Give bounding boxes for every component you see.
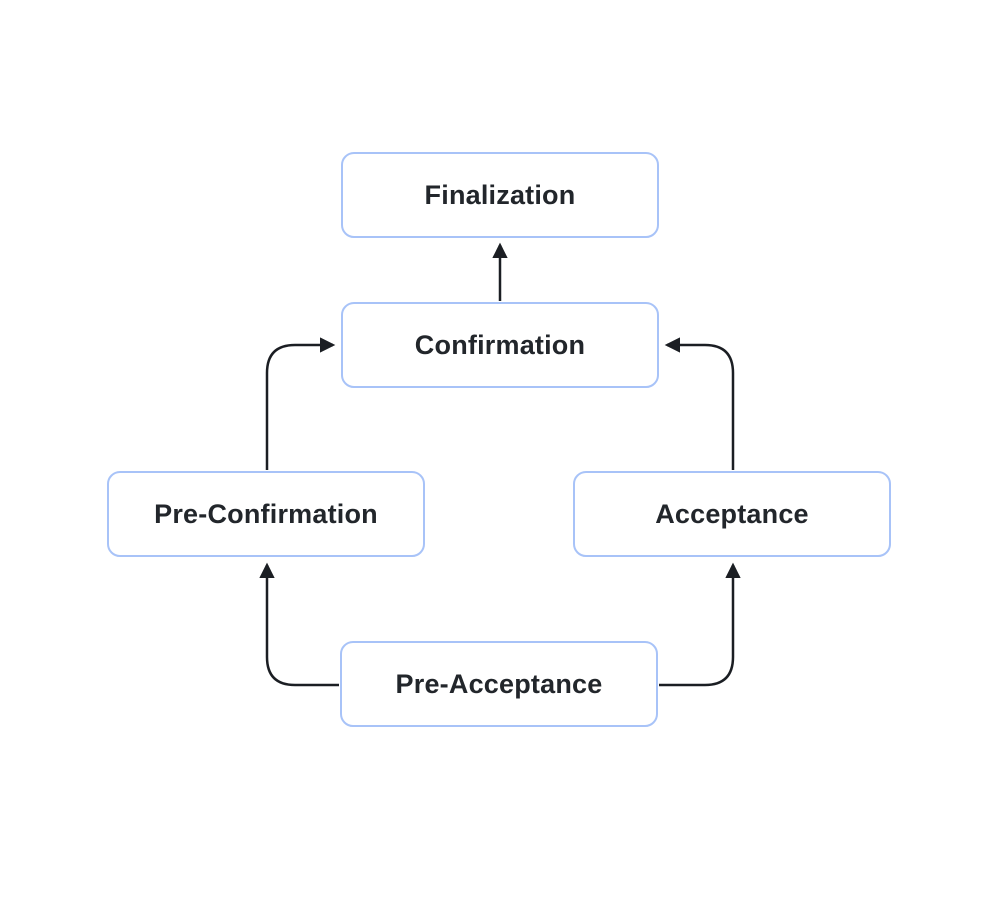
edge-pre-acceptance-to-acceptance xyxy=(659,562,741,687)
node-pre-acceptance-label: Pre-Acceptance xyxy=(395,668,603,699)
node-finalization-label: Finalization xyxy=(424,179,576,210)
edge-pre-confirmation-to-confirmation xyxy=(265,337,336,470)
node-acceptance-label: Acceptance xyxy=(655,498,809,529)
node-confirmation-label: Confirmation xyxy=(414,329,586,360)
node-finalization: Finalization xyxy=(341,152,659,238)
edge-acceptance-to-confirmation xyxy=(664,337,735,470)
edge-pre-acceptance-to-pre-confirmation xyxy=(259,562,339,687)
node-pre-confirmation-label: Pre-Confirmation xyxy=(154,498,378,529)
node-pre-confirmation: Pre-Confirmation xyxy=(107,471,425,557)
node-acceptance: Acceptance xyxy=(573,471,891,557)
node-confirmation: Confirmation xyxy=(341,302,659,388)
node-pre-acceptance: Pre-Acceptance xyxy=(340,641,658,727)
